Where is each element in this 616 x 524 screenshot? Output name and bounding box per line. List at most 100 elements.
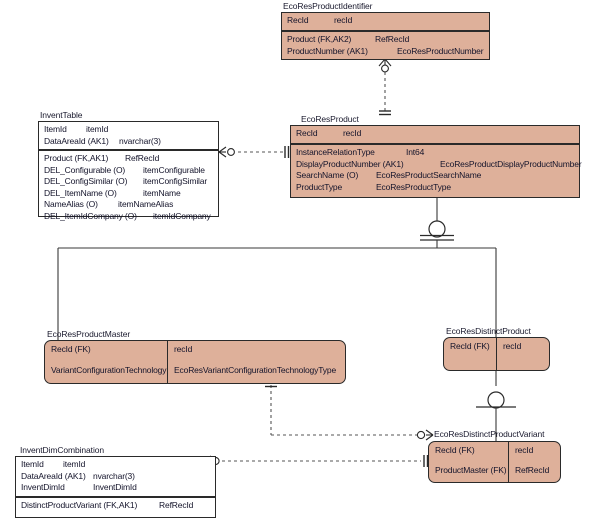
entity-title: EcoResProductMaster — [47, 329, 131, 339]
attr-right: recId — [334, 15, 353, 25]
entity-title: EcoResDistinctProduct — [446, 326, 531, 336]
attr-left: InventDimId — [21, 482, 65, 492]
entity-box[interactable]: RecId (FK) recId ProductMaster (FK) RefR… — [428, 441, 561, 483]
attr-row: ItemId itemId — [21, 459, 210, 471]
grid-cell-left: VariantConfigurationTechnology — [45, 362, 168, 383]
attr-row: DEL_ItemName (O) itemName — [44, 188, 213, 200]
attr-right: Int64 — [406, 147, 425, 157]
attr-right: RefRecId — [125, 153, 160, 163]
grid-cell-right: recId — [503, 341, 522, 351]
attr-left: DistinctProductVariant (FK,AK1) — [21, 500, 138, 510]
attr-left: InstanceRelationType — [296, 147, 375, 157]
attr-row: ProductNumber (AK1) EcoResProductNumber — [287, 46, 484, 58]
attr-right: EcoResProductDisplayProductNumber — [440, 158, 582, 169]
attr-right: itemId — [63, 459, 86, 469]
optional-circle-productidentifier — [381, 64, 389, 73]
attr-row: DistinctProductVariant (FK,AK1) RefRecId — [21, 500, 210, 512]
attr-right: RefRecId — [375, 34, 410, 44]
attr-row: Product (FK,AK1) RefRecId — [44, 153, 213, 165]
grid-cell-left: RecId (FK) — [444, 338, 497, 355]
attr-left: ProductType — [296, 181, 343, 192]
attr-left: DEL_ConfigSimilar (O) — [44, 176, 128, 186]
key-section: ItemId itemId DataAreaId (AK1) nvarchar(… — [16, 457, 215, 496]
entity-title: EcoResDistinctProductVariant — [434, 429, 545, 439]
grid-cell-right: EcoResVariantConfigurationTechnologyType — [174, 365, 337, 375]
key-section: RecId recId — [291, 126, 579, 143]
attr-left: Product (FK,AK1) — [44, 153, 109, 163]
attr-left: ProductNumber (AK1) — [287, 45, 368, 56]
entity-box[interactable]: ItemId itemId DataAreaId (AK1) nvarchar(… — [38, 121, 219, 221]
attr-right: EcoResProductNumber — [397, 45, 484, 56]
attr-row: ItemId itemId — [44, 124, 213, 136]
attr-left: DEL_Configurable (O) — [44, 164, 126, 175]
attr-row: VariantConfigurationTechnology EcoResVar… — [45, 362, 345, 383]
attr-row: SearchName (O) EcoResProductSearchName — [296, 170, 574, 182]
attr-row: DisplayProductNumber (AK1) EcoResProduct… — [296, 159, 582, 171]
attr-right: recId — [343, 128, 362, 138]
attr-left: ItemId — [21, 459, 44, 469]
attr-row: InstanceRelationType Int64 — [296, 147, 574, 159]
key-row: RecId (FK) recId — [429, 442, 560, 462]
subtype-circle-product — [428, 220, 446, 238]
entity-box[interactable]: RecId (FK) recId VariantConfigurationTec… — [44, 340, 346, 384]
attr-right: itemIdCompany — [153, 210, 211, 221]
entity-title: EcoResProductIdentifier — [283, 1, 373, 11]
key-row: RecId (FK) recId — [45, 341, 345, 362]
attr-row: DataAreaId (AK1) nvarchar(3) — [44, 136, 213, 148]
attr-row: RecId recId — [296, 128, 574, 140]
key-row: RecId (FK) recId — [444, 338, 549, 355]
attr-row: InventDimId InventDimId — [21, 482, 210, 494]
key-section: RecId recId — [282, 13, 489, 30]
entity-title: EcoResProduct — [301, 114, 359, 124]
grid-cell-left — [444, 355, 497, 370]
attr-section: Product (FK,AK1) RefRecId DEL_Configurab… — [39, 149, 218, 221]
entity-box[interactable]: RecId recId InstanceRelationType Int64 D… — [290, 125, 582, 198]
attr-left: RecId — [287, 15, 309, 25]
attr-right: RefRecId — [159, 500, 194, 510]
grid-cell-right: RefRecId — [515, 465, 550, 475]
attr-row: NameAlias (O) itemNameAlias — [44, 199, 213, 211]
attr-row: Product (FK,AK2) RefRecId — [287, 34, 484, 46]
entity-box[interactable]: RecId recId Product (FK,AK2) RefRecId Pr… — [281, 12, 490, 60]
attr-right: nvarchar(3) — [93, 470, 135, 481]
attr-right: EcoResProductType — [376, 181, 451, 192]
grid-cell-right: recId — [174, 344, 193, 354]
attr-row: DEL_Configurable (O) itemConfigurable — [44, 165, 213, 177]
attr-row: ProductType EcoResProductType — [296, 182, 574, 194]
key-section: ItemId itemId DataAreaId (AK1) nvarchar(… — [39, 122, 218, 149]
grid-cell-right: recId — [515, 445, 534, 455]
attr-section: DistinctProductVariant (FK,AK1) RefRecId — [16, 496, 215, 519]
attr-left: RecId — [296, 128, 318, 138]
crowsfoot-inventtable — [218, 146, 227, 158]
attr-right: itemConfigSimilar — [143, 176, 208, 186]
attr-left: DataAreaId (AK1) — [44, 135, 109, 146]
attr-row: RecId recId — [287, 15, 484, 27]
attr-left: Product (FK,AK2) — [287, 34, 352, 44]
entity-box[interactable]: ItemId itemId DataAreaId (AK1) nvarchar(… — [15, 456, 216, 518]
optional-circle-variant — [416, 430, 426, 440]
grid-cell-left: RecId (FK) — [429, 442, 509, 462]
attr-right: itemId — [86, 124, 109, 134]
grid-cell-left: ProductMaster (FK) — [429, 462, 509, 482]
attr-left: SearchName (O) — [296, 170, 359, 180]
optional-circle-inventtable — [227, 148, 235, 156]
attr-right: itemName — [143, 187, 181, 198]
attr-right: EcoResProductSearchName — [376, 170, 482, 180]
entity-title: InventDimCombination — [20, 445, 104, 455]
subtype-circle-distinct — [487, 391, 505, 409]
entity-title: InventTable — [40, 110, 83, 120]
attr-row: DataAreaId (AK1) nvarchar(3) — [21, 471, 210, 483]
attr-left: DEL_ItemIdCompany (O) — [44, 210, 137, 221]
attr-right: itemNameAlias — [118, 199, 174, 209]
attr-right: itemConfigurable — [143, 164, 205, 175]
attr-right: nvarchar(3) — [119, 135, 161, 146]
attr-row: DEL_ItemIdCompany (O) itemIdCompany — [44, 211, 213, 223]
grid-cell-right — [497, 355, 549, 370]
attr-row — [444, 355, 549, 370]
attr-left: ItemId — [44, 124, 67, 134]
grid-cell-left: RecId (FK) — [45, 341, 168, 362]
attr-left: DataAreaId (AK1) — [21, 470, 86, 481]
crowsfoot-productidentifier — [378, 58, 392, 67]
entity-box[interactable]: RecId (FK) recId — [443, 337, 550, 371]
